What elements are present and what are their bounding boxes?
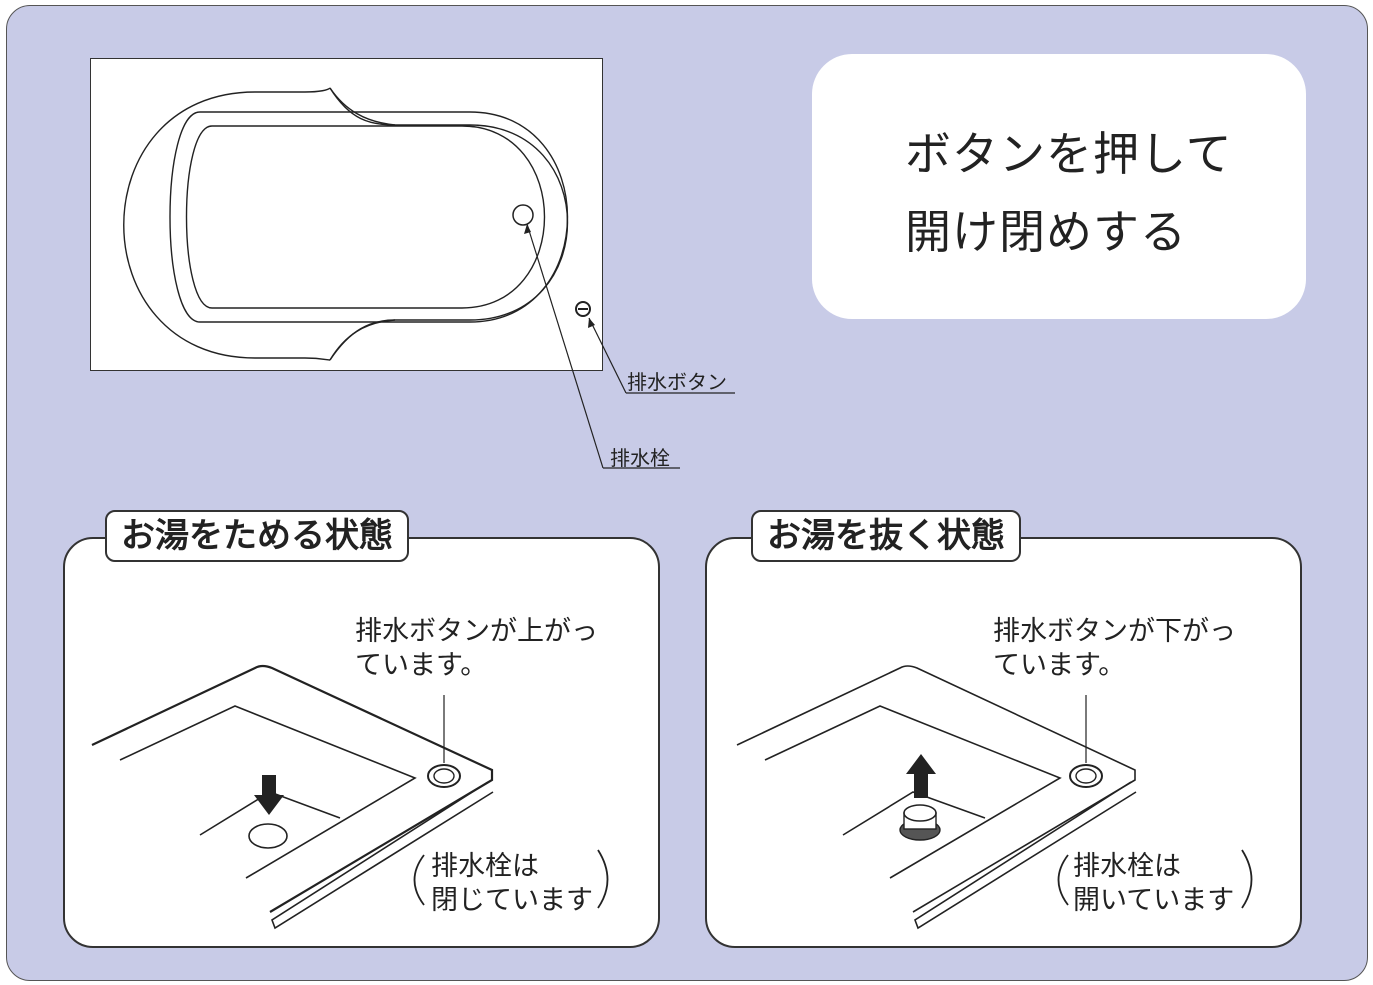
instruction-line-1: ボタンを押して xyxy=(905,127,1233,181)
leader-drain-button xyxy=(588,317,627,394)
state-fill-title: お湯をためる状態 xyxy=(105,510,409,562)
tub-inner-basin xyxy=(169,111,569,323)
drain-plug-symbol xyxy=(512,204,534,226)
state-fill-panel xyxy=(63,537,660,948)
tub-outer-left xyxy=(123,91,305,359)
state-fill-note-line-1: 排水ボタンが上がっ xyxy=(355,616,598,647)
plug-up-arrow xyxy=(906,754,936,798)
state-fill-note-line-2: ています。 xyxy=(355,650,488,681)
state-fill-plug-line-2: 閉じています xyxy=(431,885,593,916)
drain-plug-open xyxy=(899,804,941,841)
state-drain-panel xyxy=(705,537,1302,948)
drain-plug-label: 排水栓 xyxy=(610,446,670,470)
state-drain-title: お湯を抜く状態 xyxy=(751,510,1021,562)
state-drain-plug-line-2: 開いています xyxy=(1073,885,1235,916)
state-fill-plug-line-1: 排水栓は xyxy=(431,851,539,882)
state-drain-note-line-1: 排水ボタンが下がっ xyxy=(993,616,1236,647)
leader-drain-plug xyxy=(526,223,604,469)
instruction-callout xyxy=(812,54,1306,319)
drain-plug-closed xyxy=(248,823,288,849)
instruction-line-2: 開け閉めする xyxy=(905,205,1187,259)
state-drain-plug-line-1: 排水栓は xyxy=(1073,851,1181,882)
drain-button-label: 排水ボタン xyxy=(627,370,727,394)
press-down-arrow xyxy=(254,775,284,815)
state-drain-note-line-2: ています。 xyxy=(993,650,1126,681)
